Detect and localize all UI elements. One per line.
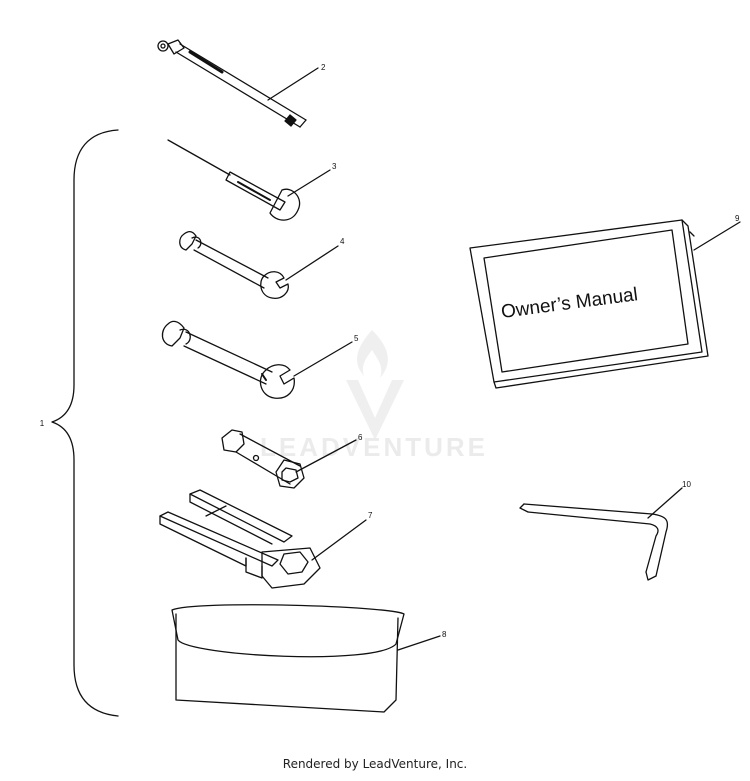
leader-2 <box>267 67 319 101</box>
tire-gauge-icon <box>157 39 307 128</box>
callout-4: 4 <box>340 237 345 246</box>
watermark-text: LEADVENTURE <box>260 432 488 462</box>
leader-7 <box>311 519 367 561</box>
hex-key-icon <box>519 503 669 581</box>
callout-2: 2 <box>321 63 326 72</box>
footer-credit: Rendered by LeadVenture, Inc. <box>282 757 468 771</box>
leader-6 <box>295 439 357 473</box>
callout-9: 9 <box>735 214 740 223</box>
large-wrench-icon <box>161 320 295 399</box>
callout-8: 8 <box>442 630 447 639</box>
callout-1: 1 <box>40 419 45 428</box>
leader-4 <box>285 245 339 281</box>
callout-6: 6 <box>358 433 363 442</box>
leader-9 <box>693 221 741 251</box>
callout-7: 7 <box>368 511 373 520</box>
spanner-tool-icon <box>159 489 321 589</box>
leader-10 <box>647 487 683 519</box>
callout-10: 10 <box>682 480 691 489</box>
screwdriver-icon <box>167 139 301 221</box>
watermark-logo: LEADVENTURE <box>260 330 488 462</box>
manual-cover-text: Owner’s Manual <box>500 284 639 323</box>
leader-5 <box>293 341 353 377</box>
callout-5: 5 <box>354 334 359 343</box>
leader-3 <box>287 169 331 197</box>
callout-3: 3 <box>332 162 337 171</box>
small-wrench-icon <box>179 230 289 299</box>
spark-plug-socket-icon <box>221 429 305 489</box>
leader-8 <box>397 635 441 651</box>
tool-pouch-icon <box>171 604 405 713</box>
owners-manual-icon: Owner’s Manual <box>469 219 709 389</box>
kit-brace <box>51 129 119 717</box>
